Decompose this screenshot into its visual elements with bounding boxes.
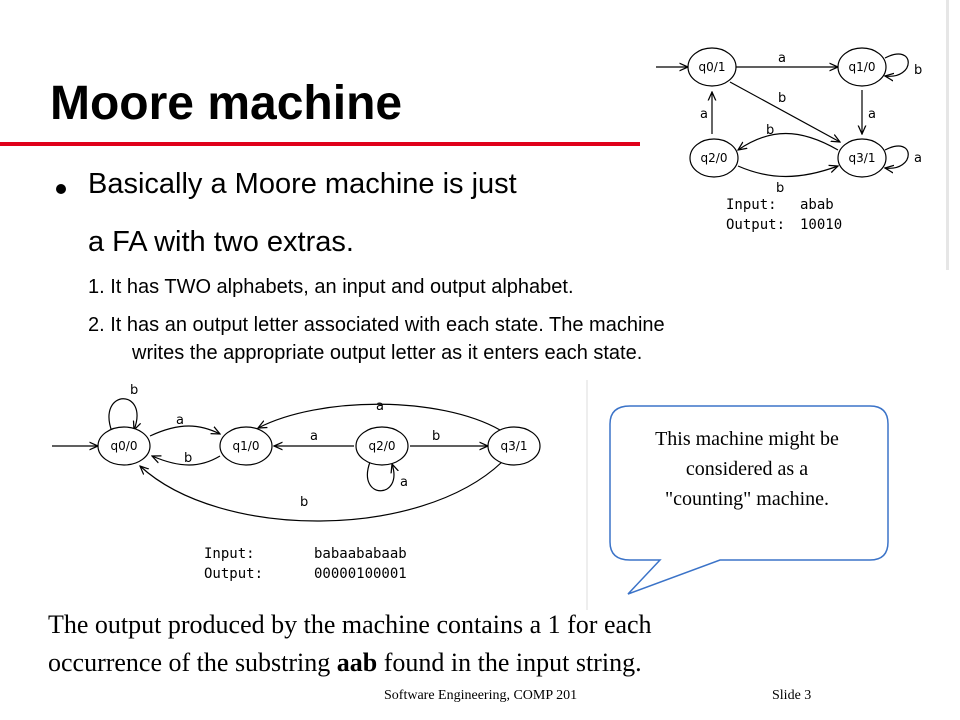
bottom-edge-q3-q1 [258, 403, 501, 431]
conclusion-line2-start: occurrence of the substring [48, 648, 337, 677]
top-loop-q3 [885, 145, 909, 168]
top-label-q2-q3: b [776, 181, 784, 196]
bottom-state-q3 [487, 426, 541, 466]
bottom-label-loop-q0: b [130, 383, 138, 398]
top-state-q3 [837, 138, 887, 178]
bottom-loop-q2 [367, 461, 394, 492]
top-q1-label: q1/0 [849, 60, 876, 74]
bottom-state-diagram [52, 398, 541, 522]
bottom-label-q2-q1: a [310, 429, 318, 444]
top-label-q2-q0: a [700, 107, 708, 122]
top-output-label: Output: [726, 217, 785, 233]
subpoint-2-line1: 2. It has an output letter associated wi… [88, 314, 665, 336]
bottom-loop-q0 [108, 398, 137, 433]
bottom-edge-q3-q0 [140, 461, 503, 522]
subpoint-2-line2: writes the appropriate output letter as … [132, 342, 643, 364]
edge-shadow [946, 0, 949, 270]
bottom-q3-label: q3/1 [501, 439, 528, 453]
callout-line2: considered as a [685, 458, 809, 480]
callout-line3: "counting" machine. [664, 488, 830, 510]
top-output-value: 10010 [800, 217, 842, 233]
top-state-diagram [656, 47, 909, 178]
bottom-input-value: babaababaab [314, 546, 407, 562]
bottom-q1-label: q1/0 [233, 439, 260, 453]
top-input-label: Input: [726, 197, 777, 213]
callout-line1: This machine might be [655, 428, 839, 450]
bottom-label-q3-q0: b [300, 495, 308, 510]
title-underline [0, 142, 640, 146]
subpoint-1: 1. It has TWO alphabets, an input and ou… [88, 276, 574, 298]
bottom-label-q3-q1: a [376, 399, 384, 414]
top-q0-label: q0/1 [699, 60, 726, 74]
conclusion-line2: occurrence of the substring aab found in… [48, 644, 848, 682]
top-edge-q2-q3 [737, 166, 838, 178]
top-label-q3-q2: b [766, 123, 774, 138]
bottom-edge-q0-q1 [149, 425, 220, 437]
bottom-label-q0-q1: a [176, 413, 184, 428]
slide-title: Moore machine [50, 77, 403, 130]
top-edge-q0-q3 [729, 81, 840, 142]
bottom-label-q2-q3: b [432, 429, 440, 444]
conclusion-line2-end: found in the input string. [377, 648, 642, 677]
bottom-q2-label: q2/0 [369, 439, 396, 453]
top-label-loop-q1: b [914, 63, 922, 78]
top-label-q1-q3: a [868, 107, 876, 122]
bullet-marker [56, 184, 66, 194]
top-q3-label: q3/1 [849, 151, 876, 165]
bottom-edge-q1-q0 [152, 456, 221, 466]
top-state-q0 [687, 47, 737, 87]
bullet-text-line2: a FA with two extras. [88, 226, 354, 258]
footer-course: Software Engineering, COMP 201 [384, 688, 578, 703]
top-state-q1 [837, 47, 887, 87]
callout-bubble [609, 405, 889, 595]
bullet-text-line1: Basically a Moore machine is just [88, 168, 517, 200]
conclusion-paragraph: The output produced by the machine conta… [48, 606, 848, 682]
bottom-q0-label: q0/0 [111, 439, 138, 453]
bottom-state-q1 [219, 426, 273, 466]
image-edge [586, 380, 588, 610]
top-q2-label: q2/0 [701, 151, 728, 165]
top-label-q0-q1: a [778, 51, 786, 66]
substring-aab: aab [336, 648, 378, 677]
bottom-state-q0 [97, 426, 151, 466]
bottom-label-q1-q0: b [184, 451, 192, 466]
conclusion-line1: The output produced by the machine conta… [48, 610, 652, 639]
top-label-loop-q3: a [914, 151, 922, 166]
bottom-label-loop-q2: a [400, 475, 408, 490]
footer-slide-number: Slide 3 [772, 688, 812, 703]
callout-text: This machine might be considered as a "c… [612, 424, 882, 514]
top-state-q2 [689, 138, 739, 178]
top-label-q0-q3: b [778, 91, 786, 106]
bottom-input-label: Input: [204, 546, 255, 562]
top-loop-q1 [885, 53, 909, 76]
top-input-value: abab [800, 197, 834, 213]
bottom-output-label: Output: [204, 566, 263, 582]
bottom-state-q2 [355, 426, 409, 466]
bottom-output-value: 00000100001 [314, 566, 407, 582]
top-edge-q3-q2 [738, 133, 839, 151]
